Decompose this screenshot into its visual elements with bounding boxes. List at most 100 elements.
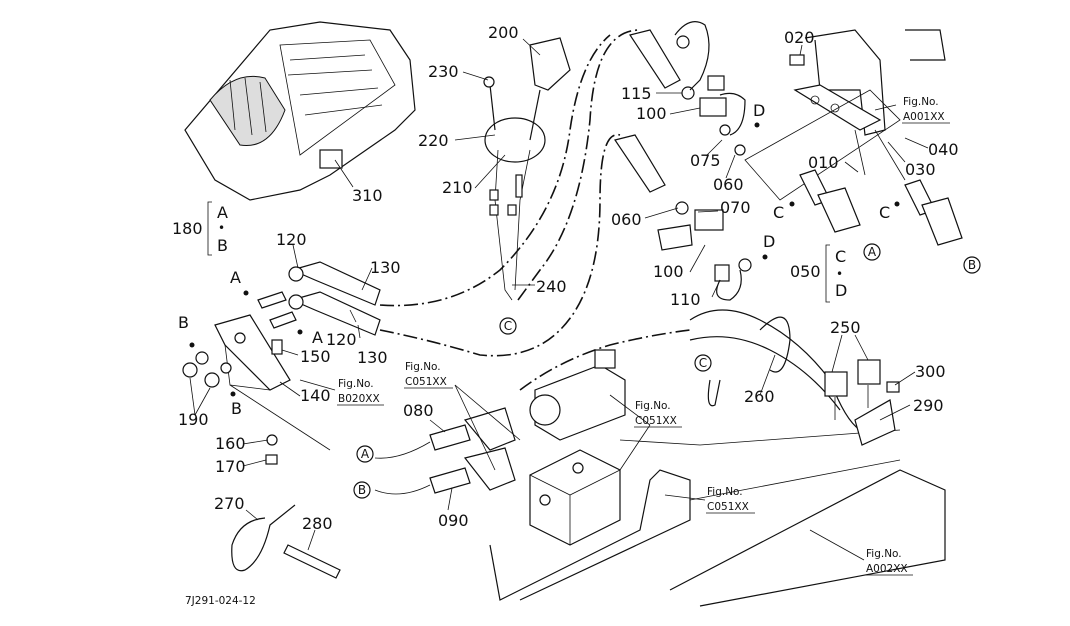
hose-assembly: [257, 261, 381, 336]
circle-c-joystick: C: [499, 317, 517, 335]
fig-ref-b020: Fig.No. B020XX: [337, 378, 384, 406]
fig-ref-c051-a: Fig.No. C051XX: [404, 361, 453, 389]
couplers-right: [799, 169, 963, 246]
svg-text:060: 060: [611, 210, 642, 229]
svg-text:190: 190: [178, 410, 209, 429]
part-labels: 200 230 220 210 240 310 120 130 120 130 …: [178, 23, 959, 533]
nuts-190: [182, 351, 232, 388]
valve-block: [529, 349, 626, 546]
svg-text:010: 010: [808, 153, 839, 172]
svg-text:Fig.No.: Fig.No.: [903, 96, 939, 108]
svg-text:B020XX: B020XX: [338, 393, 380, 405]
svg-text:260: 260: [744, 387, 775, 406]
strap-280: [283, 544, 341, 579]
svg-text:A002XX: A002XX: [866, 563, 908, 575]
svg-text:030: 030: [905, 160, 936, 179]
fig-ref-a001: Fig.No. A001XX: [902, 96, 950, 124]
fittings: [374, 407, 516, 495]
svg-text:270: 270: [214, 494, 245, 513]
svg-text:D: D: [835, 281, 847, 300]
svg-text:120: 120: [276, 230, 307, 249]
svg-text:020: 020: [784, 28, 815, 47]
fig-ref-a002: Fig.No. A002XX: [865, 548, 913, 576]
svg-text:230: 230: [428, 62, 459, 81]
circle-a-right: A: [863, 243, 881, 261]
svg-text:C: C: [773, 203, 784, 222]
svg-text:C: C: [504, 319, 512, 333]
wire-harness-valve: [519, 329, 691, 391]
svg-text:B: B: [217, 236, 228, 255]
svg-text:150: 150: [300, 347, 331, 366]
svg-text:220: 220: [418, 131, 449, 150]
svg-text:160: 160: [215, 434, 246, 453]
svg-text:C051XX: C051XX: [707, 501, 749, 513]
frame-rail: [489, 429, 946, 607]
svg-text:240: 240: [536, 277, 567, 296]
svg-text:A: A: [868, 245, 877, 259]
svg-text:D: D: [763, 232, 775, 251]
svg-text:170: 170: [215, 457, 246, 476]
svg-text:Fig.No.: Fig.No.: [405, 361, 441, 373]
svg-text:D: D: [753, 101, 765, 120]
svg-text:Fig.No.: Fig.No.: [635, 400, 671, 412]
svg-text:200: 200: [488, 23, 519, 42]
wire-harness-c: [517, 29, 641, 301]
svg-text:140: 140: [300, 386, 331, 405]
circle-b-right: B: [963, 256, 981, 274]
svg-text:Fig.No.: Fig.No.: [866, 548, 902, 560]
svg-text:100: 100: [653, 262, 684, 281]
svg-text:115: 115: [621, 84, 652, 103]
svg-text:C: C: [835, 247, 846, 266]
circle-c-harness: C: [694, 354, 712, 372]
fig-ref-c051-b: Fig.No. C051XX: [634, 400, 682, 428]
fig-ref-c051-c: Fig.No. C051XX: [706, 486, 755, 514]
cable-tie-270: [231, 504, 296, 572]
svg-text:075: 075: [690, 151, 721, 170]
group-050: 050 C • D: [790, 244, 847, 303]
svg-text:B: B: [231, 399, 242, 418]
svg-text:180: 180: [172, 219, 203, 238]
svg-text:280: 280: [302, 514, 333, 533]
joystick-assembly: [483, 37, 571, 301]
svg-text:A001XX: A001XX: [903, 111, 945, 123]
svg-text:300: 300: [915, 362, 946, 381]
group-180: 180 A • B: [172, 201, 228, 256]
svg-text:050: 050: [790, 262, 821, 281]
leader-lines: [189, 38, 929, 561]
svg-text:100: 100: [636, 104, 667, 123]
svg-text:060: 060: [713, 175, 744, 194]
couplers-upper: [614, 21, 752, 301]
svg-text:130: 130: [370, 258, 401, 277]
svg-text:290: 290: [913, 396, 944, 415]
svg-text:C051XX: C051XX: [405, 376, 447, 388]
svg-text:C: C: [699, 356, 707, 370]
svg-text:B: B: [178, 313, 189, 332]
svg-text:•: •: [218, 221, 225, 235]
svg-text:310: 310: [352, 186, 383, 205]
svg-text:A: A: [230, 268, 241, 287]
svg-text:B: B: [968, 258, 976, 272]
svg-text:110: 110: [670, 290, 701, 309]
mount-bracket: [744, 29, 946, 201]
svg-text:A: A: [361, 447, 370, 461]
svg-text:Fig.No.: Fig.No.: [707, 486, 743, 498]
console-housing: [184, 21, 416, 201]
svg-text:•: •: [836, 267, 843, 281]
svg-text:070: 070: [720, 198, 751, 217]
svg-text:A: A: [217, 203, 228, 222]
svg-text:120: 120: [326, 330, 357, 349]
svg-text:130: 130: [357, 348, 388, 367]
svg-text:040: 040: [928, 140, 959, 159]
svg-text:080: 080: [403, 401, 434, 420]
marker-letters: A A B B D D C C: [178, 101, 900, 418]
wire-harness-b: [379, 34, 611, 307]
svg-text:210: 210: [442, 178, 473, 197]
svg-text:Fig.No.: Fig.No.: [338, 378, 374, 390]
svg-text:090: 090: [438, 511, 469, 530]
svg-text:250: 250: [830, 318, 861, 337]
diagram-code: 7J291-024-12: [185, 595, 256, 607]
svg-text:B: B: [358, 483, 366, 497]
circle-b-valve: B: [353, 481, 371, 499]
